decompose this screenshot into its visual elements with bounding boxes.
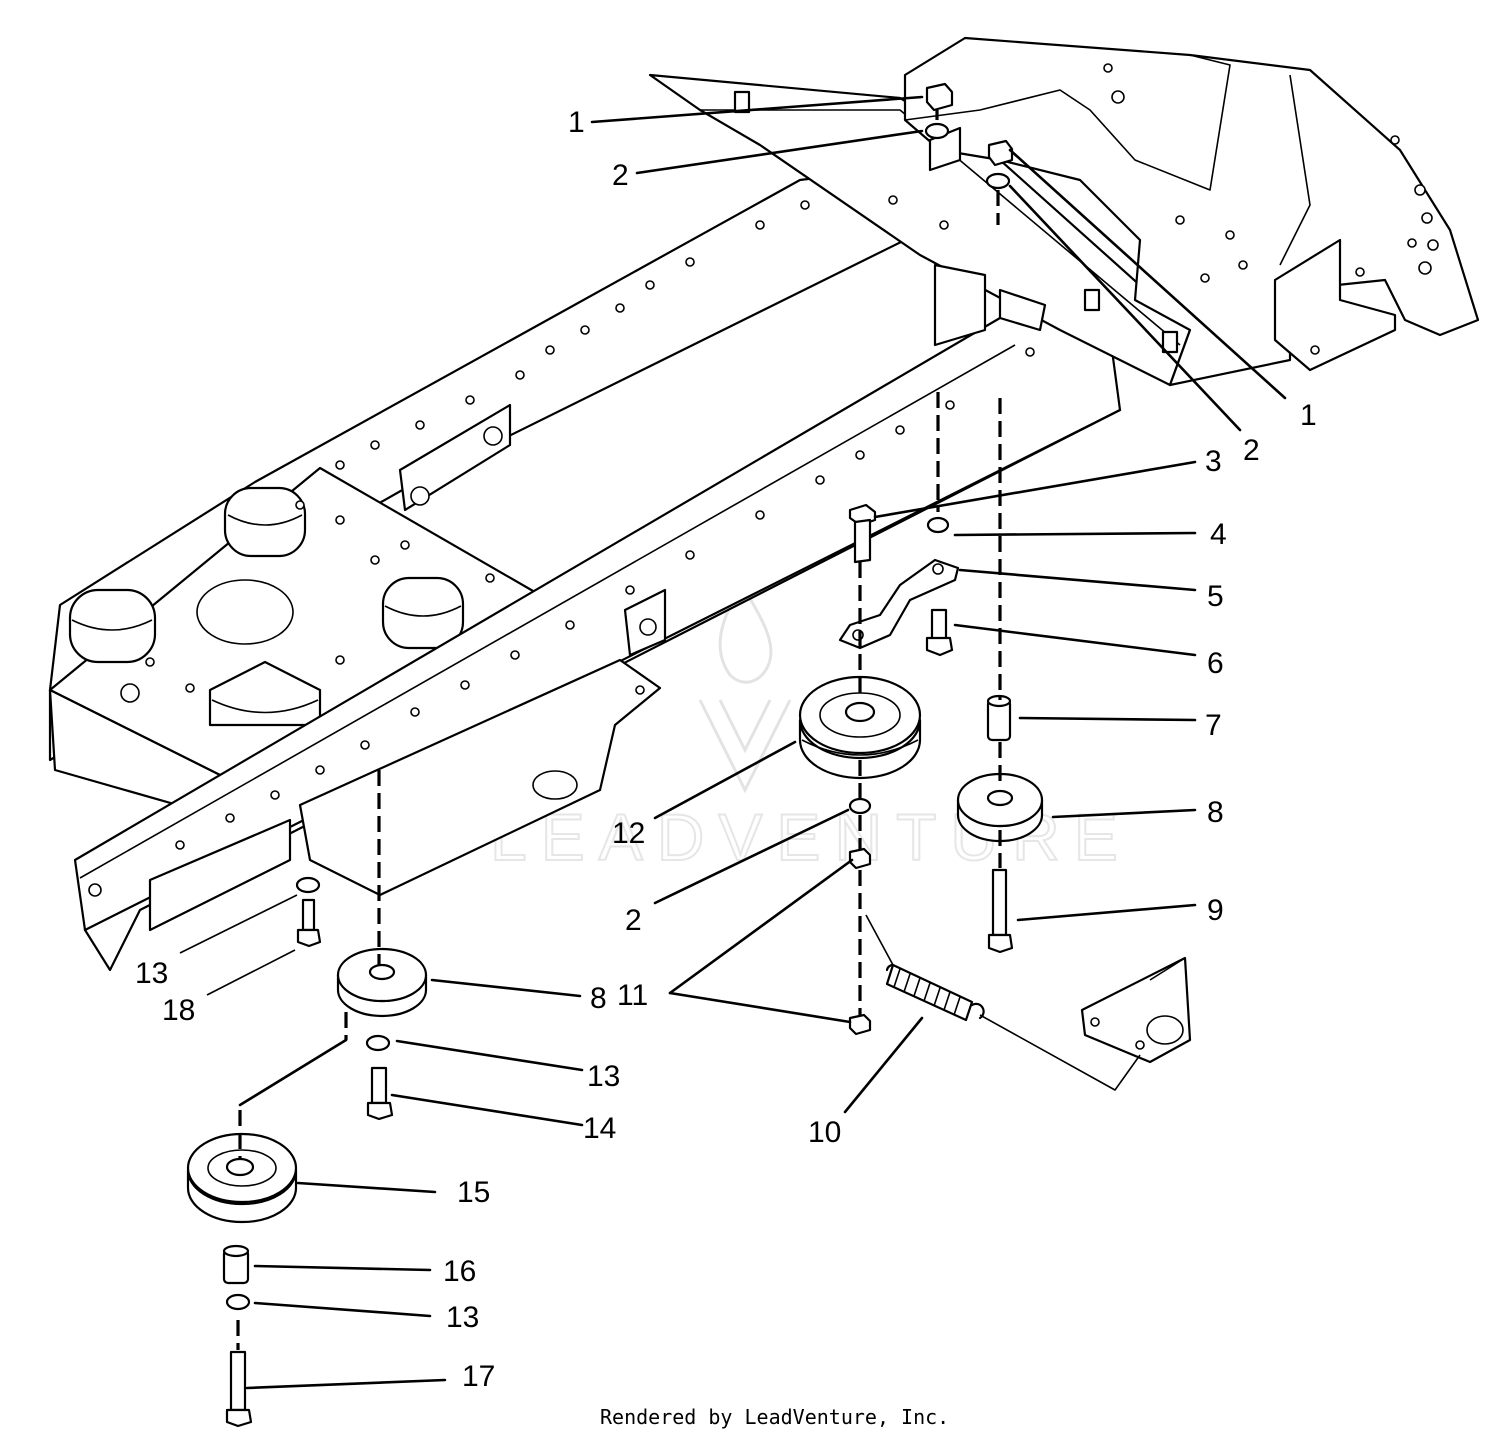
washer-13-lower xyxy=(225,1293,251,1311)
washer-13-upper xyxy=(295,876,321,894)
callout-4: 4 xyxy=(1210,518,1227,551)
callout-3: 3 xyxy=(1205,445,1222,478)
callout-10: 10 xyxy=(808,1116,841,1149)
callout-13-middle: 13 xyxy=(587,1060,620,1093)
callout-15: 15 xyxy=(457,1176,490,1209)
callout-11: 11 xyxy=(617,979,648,1012)
callout-labels: 1 2 1 2 3 4 5 6 7 8 9 12 2 11 10 13 18 8… xyxy=(135,106,1317,1393)
idler-pulley-8-left xyxy=(336,947,428,1018)
bolt-14 xyxy=(366,1066,394,1121)
assembly-axes xyxy=(236,110,1141,1350)
top-bolt-left xyxy=(924,82,954,140)
callout-1-right: 1 xyxy=(1300,399,1317,432)
callout-13-upper: 13 xyxy=(135,957,168,990)
front-rail-holes xyxy=(88,347,1035,897)
callout-2-lower: 2 xyxy=(625,904,642,937)
bolt-9 xyxy=(987,868,1014,954)
callout-9: 9 xyxy=(1207,894,1224,927)
callout-7: 7 xyxy=(1205,709,1222,742)
callout-14: 14 xyxy=(583,1112,616,1145)
callout-8-right: 8 xyxy=(1207,796,1224,829)
washer-13-middle xyxy=(365,1034,391,1052)
mower-frame xyxy=(48,36,1480,972)
spacer-16 xyxy=(222,1244,250,1285)
spring-10 xyxy=(885,963,985,1022)
callout-5: 5 xyxy=(1207,580,1224,613)
idler-pulley-8-right xyxy=(956,772,1044,843)
rail-holes xyxy=(335,200,810,470)
washer-4 xyxy=(926,516,950,534)
callout-6: 6 xyxy=(1207,647,1224,680)
spacer-7 xyxy=(986,694,1012,742)
callout-17: 17 xyxy=(462,1360,495,1393)
bolt-3 xyxy=(848,503,877,564)
callout-leaders xyxy=(179,95,1287,1390)
callout-13-lower: 13 xyxy=(446,1301,479,1334)
bolt-18 xyxy=(296,898,322,948)
callout-12: 12 xyxy=(612,817,645,850)
nut-11-lower xyxy=(848,1013,872,1036)
render-credit: Rendered by LeadVenture, Inc. xyxy=(600,1405,949,1429)
top-bolt-right xyxy=(985,139,1014,225)
callout-18: 18 xyxy=(162,994,195,1027)
bolt-17 xyxy=(225,1350,253,1428)
spring-anchor-bracket xyxy=(1080,956,1192,1064)
callout-2-right: 2 xyxy=(1243,434,1260,467)
callout-1-top: 1 xyxy=(568,106,585,139)
callout-2-top: 2 xyxy=(612,159,629,192)
washer-2-lower xyxy=(848,797,872,815)
callout-16: 16 xyxy=(443,1255,476,1288)
deck-plate-bosses xyxy=(68,486,495,727)
idler-pulley-15 xyxy=(186,1132,298,1224)
callout-8-left: 8 xyxy=(590,982,607,1015)
nut-11-upper xyxy=(848,847,872,870)
idler-pulley-12 xyxy=(798,675,922,780)
bolt-6 xyxy=(925,608,954,657)
